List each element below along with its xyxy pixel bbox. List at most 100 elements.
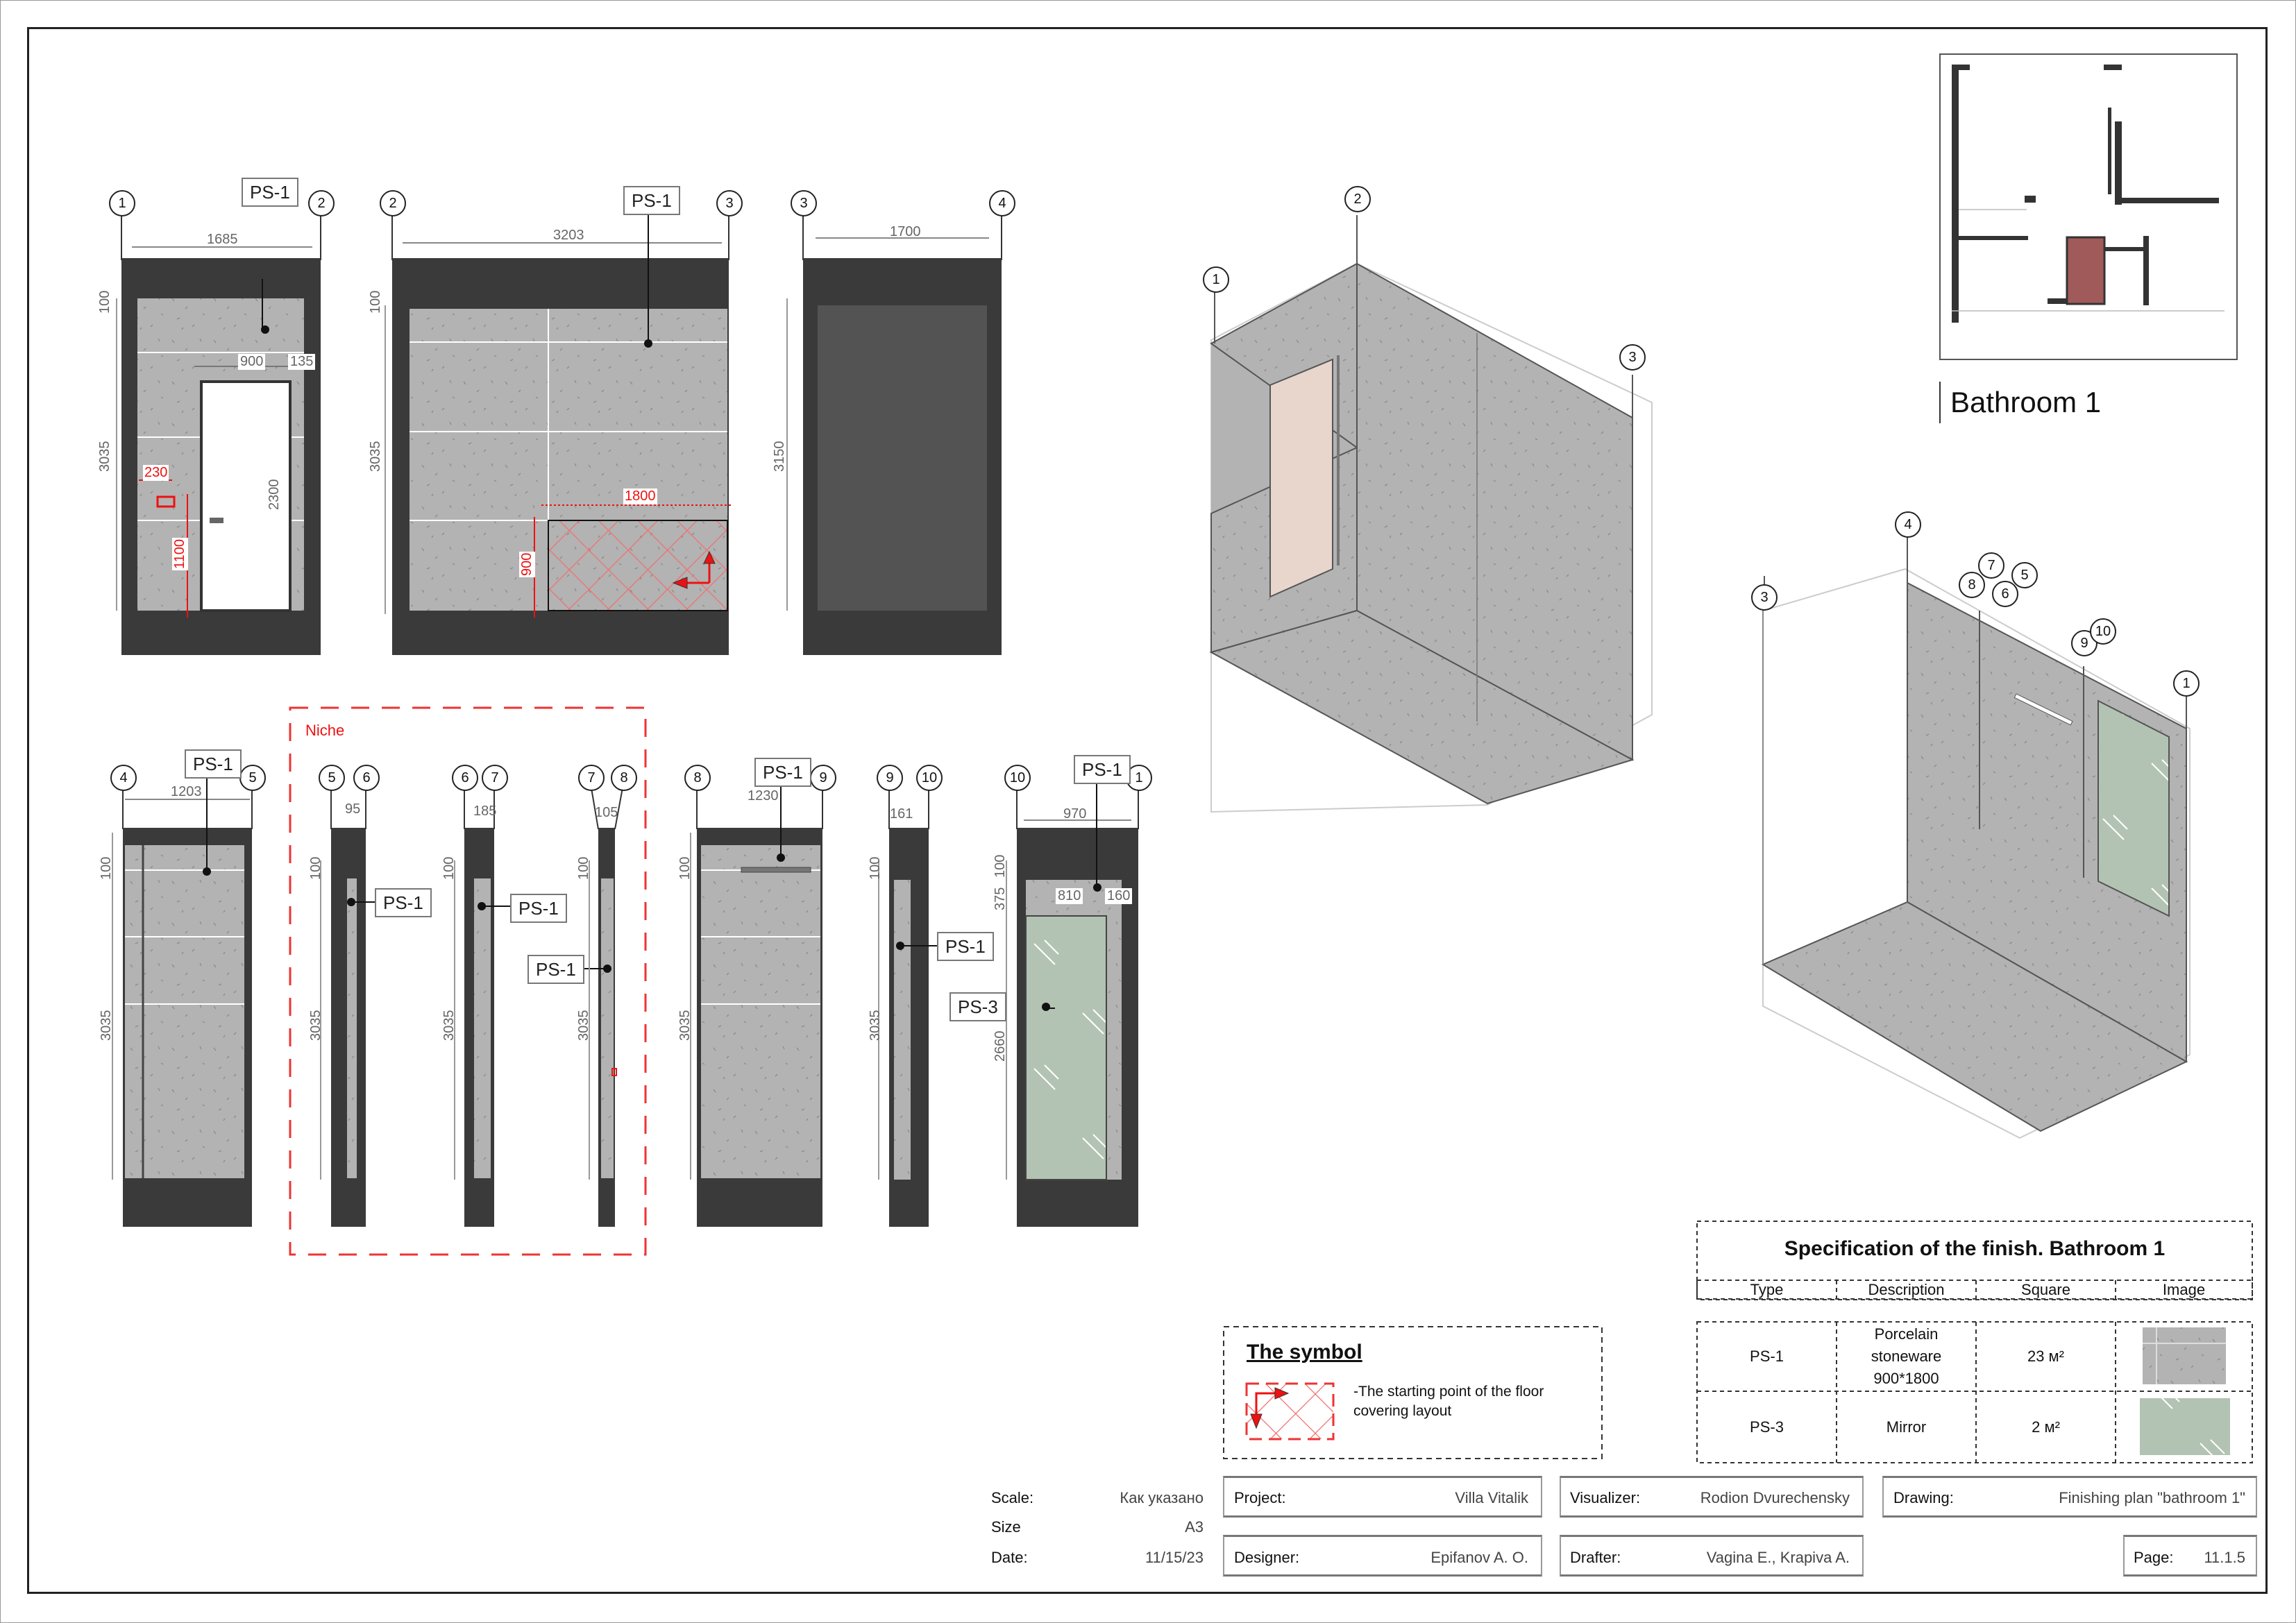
material-tag: PS-1 [510, 894, 567, 923]
drawing-field [1882, 1476, 2257, 1518]
spec-header: Image [2162, 1281, 2206, 1298]
spec-type: PS-1 [1750, 1348, 1784, 1365]
axis-marker: 9 [877, 765, 903, 791]
dimension: 100 [993, 854, 1008, 878]
designer-field [1223, 1535, 1542, 1577]
material-tag: PS-1 [754, 758, 811, 787]
dimension: 3035 [368, 441, 383, 473]
axis-marker: 6 [452, 765, 478, 791]
project-field [1223, 1476, 1542, 1518]
axis-marker: 8 [611, 765, 637, 791]
legend-description: -The starting point of the floor coverin… [1353, 1382, 1544, 1421]
material-tag: PS-1 [527, 955, 584, 984]
axis-marker: 1 [109, 190, 135, 216]
page-label: Page: [2134, 1549, 2174, 1566]
dimension: 161 [890, 806, 913, 822]
designer-value: Epifanov A. O. [1430, 1549, 1528, 1566]
elevation-5-6 [320, 784, 375, 1227]
dimension: 100 [368, 290, 383, 314]
dimension: 3203 [553, 228, 584, 243]
material-tag: PS-1 [937, 932, 994, 961]
spec-square: 2 м² [2032, 1418, 2060, 1436]
elevation-9-10 [878, 784, 940, 1227]
page-field [2123, 1535, 2257, 1577]
axis-marker: 10 [2090, 618, 2116, 645]
axis-marker: 8 [1959, 572, 1985, 598]
spec-desc-line: Porcelain [1874, 1325, 1939, 1343]
axis-marker: 10 [916, 765, 943, 791]
axis-marker: 4 [1895, 511, 1921, 538]
axis-marker: 1 [1203, 266, 1229, 293]
axis-marker: 3 [1751, 584, 1778, 611]
elevation-4-5 [112, 772, 253, 1227]
dimension: 3035 [308, 1010, 323, 1042]
dimension: 100 [308, 856, 323, 880]
material-tag: PS-1 [185, 749, 242, 779]
spec-desc-line: stoneware [1871, 1348, 1942, 1365]
floor-layout-start-icon [1245, 1382, 1335, 1441]
visualizer-field [1560, 1476, 1864, 1518]
material-tag: PS-3 [949, 992, 1006, 1021]
elevation-1-2 [116, 215, 321, 655]
designer-label: Designer: [1234, 1549, 1300, 1566]
material-tag: PS-1 [623, 186, 680, 215]
scale-label: Scale: [991, 1489, 1034, 1506]
swatch-ps3 [2140, 1398, 2230, 1455]
key-plan [1939, 53, 2238, 360]
axis-marker: 5 [319, 765, 345, 791]
dimension: 135 [288, 354, 316, 370]
dimension: 3150 [772, 441, 787, 473]
dimension: 1203 [171, 784, 202, 799]
axis-marker: 3 [791, 190, 817, 216]
spec-table-grid [1696, 1221, 2253, 1463]
axis-marker: 6 [353, 765, 380, 791]
axis-marker: 9 [810, 765, 836, 791]
room-title: Bathroom 1 [1950, 386, 2102, 418]
drafter-value: Vagina E., Krapiva A. [1706, 1549, 1850, 1566]
spec-square: 23 м² [2027, 1348, 2065, 1365]
size-label: Size [991, 1518, 1021, 1536]
spec-description: Porcelain stoneware 900*1800 [1837, 1322, 1976, 1391]
dimension: 900 [519, 551, 535, 577]
axis-marker: 5 [2011, 562, 2038, 588]
axis-marker: 7 [1978, 552, 2004, 579]
dimension: 95 [345, 801, 361, 817]
drafter-field [1560, 1535, 1864, 1577]
dimension: 105 [595, 805, 618, 820]
dimension: 3035 [99, 1010, 114, 1042]
drafter-label: Drafter: [1570, 1549, 1621, 1566]
dimension: 810 [1056, 888, 1083, 904]
axis-marker: 2 [308, 190, 335, 216]
visualizer-label: Visualizer: [1570, 1489, 1641, 1506]
spec-type: PS-3 [1750, 1418, 1784, 1436]
visualizer-value: Rodion Dvurechensky [1700, 1489, 1850, 1506]
spec-description: Mirror [1886, 1418, 1927, 1436]
dimension: 100 [441, 856, 457, 880]
spec-header: Description [1868, 1281, 1945, 1298]
dimension: 160 [1105, 888, 1133, 904]
elevation-2-3 [385, 215, 732, 655]
spec-header: Square [2021, 1281, 2070, 1298]
niche-frame [289, 706, 647, 1256]
dimension: 1230 [748, 788, 779, 804]
date-label: Date: [991, 1549, 1028, 1566]
spec-header: Type [1750, 1281, 1784, 1298]
swatch-ps1 [2143, 1327, 2226, 1384]
material-tag: PS-1 [1074, 755, 1131, 784]
axis-marker: 7 [482, 765, 508, 791]
elevation-7-8 [573, 783, 624, 1227]
axis-marker: 2 [1344, 186, 1371, 212]
niche-label: Niche [305, 722, 345, 739]
axis-marker: 1 [2173, 670, 2200, 697]
axis-marker: 3 [716, 190, 743, 216]
project-label: Project: [1234, 1489, 1286, 1506]
material-tag: PS-1 [375, 888, 432, 917]
axis-marker: 7 [578, 765, 605, 791]
dimension: 1700 [890, 224, 921, 239]
drawing-label: Drawing: [1893, 1489, 1954, 1506]
axis-marker: 10 [1004, 765, 1031, 791]
title-bar [1939, 382, 1941, 423]
drawing-value: Finishing plan "bathroom 1" [2059, 1489, 2245, 1506]
dimension: 375 [993, 887, 1008, 910]
isometric-view-1 [1209, 215, 1653, 813]
